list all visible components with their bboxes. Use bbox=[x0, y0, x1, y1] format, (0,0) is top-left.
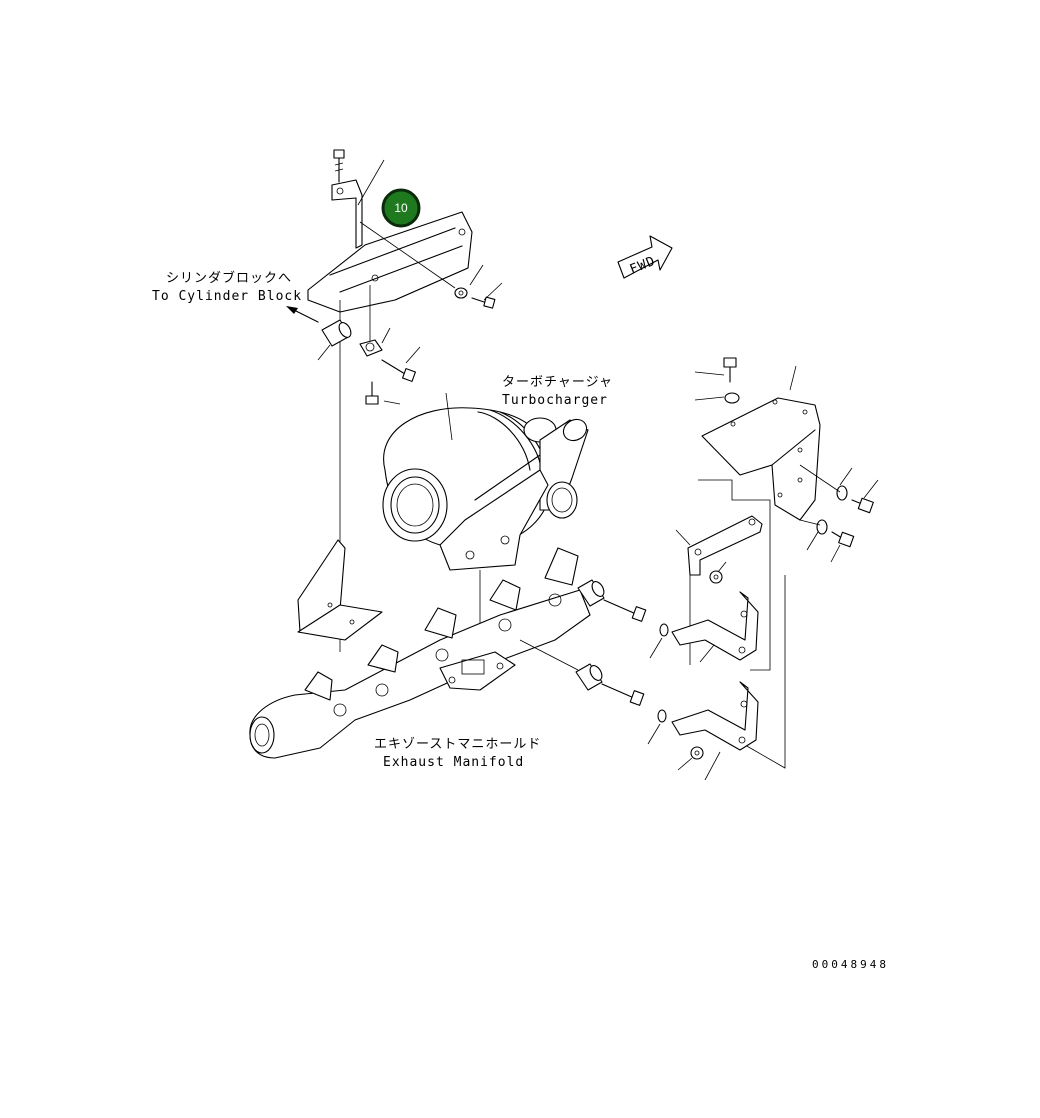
bolt-manifold-2 bbox=[601, 683, 645, 706]
washer-manifold-2 bbox=[657, 709, 667, 723]
leader-line bbox=[830, 544, 841, 563]
leader-line bbox=[806, 531, 819, 551]
leader-line bbox=[483, 282, 503, 301]
nut-clip bbox=[709, 570, 723, 584]
arrow-head bbox=[286, 306, 298, 314]
washer-bracket-top bbox=[724, 392, 740, 404]
leader-line bbox=[405, 346, 421, 364]
spacer-manifold-2 bbox=[575, 663, 603, 691]
leader-line bbox=[699, 644, 715, 663]
bolt-bracket-top bbox=[723, 357, 737, 383]
bolt-right-2 bbox=[831, 531, 855, 548]
leader-line bbox=[381, 327, 391, 344]
spacer-manifold-1 bbox=[577, 579, 605, 607]
leader-line bbox=[799, 464, 841, 493]
leader-line bbox=[317, 344, 331, 361]
spacer bbox=[321, 319, 352, 347]
exhaust-manifold bbox=[249, 539, 591, 759]
cylinder-block-label-en: To Cylinder Block bbox=[152, 289, 302, 304]
callout-number: 10 bbox=[394, 201, 408, 215]
clip-bracket bbox=[687, 515, 763, 665]
cylinder-block-label-jp: シリンダブロックへ bbox=[166, 270, 292, 286]
leader-line bbox=[647, 723, 661, 745]
leader-line bbox=[675, 529, 691, 546]
leader-line bbox=[357, 159, 385, 206]
bolt-right-1 bbox=[851, 497, 874, 514]
reference-line bbox=[744, 575, 786, 769]
bolt-clamp bbox=[381, 359, 416, 382]
washer-right-1 bbox=[836, 485, 848, 501]
clamp bbox=[359, 339, 383, 357]
u-bracket-1 bbox=[671, 591, 759, 661]
leader-line bbox=[799, 519, 821, 526]
reference-line bbox=[698, 479, 771, 671]
nut-lower bbox=[690, 746, 704, 760]
washer-manifold-1 bbox=[659, 623, 669, 637]
leader-line bbox=[383, 400, 401, 405]
washer-right-2 bbox=[816, 519, 828, 535]
heat-shield bbox=[307, 179, 473, 313]
turbocharger-label-en: Turbocharger bbox=[502, 393, 608, 408]
leader-line bbox=[717, 561, 727, 573]
turbocharger-label-jp: ターボチャージャ bbox=[502, 375, 613, 390]
leader-line bbox=[694, 371, 725, 376]
manifold-label-jp: エキゾーストマニホールド bbox=[374, 737, 541, 752]
washer-shield bbox=[454, 287, 468, 299]
manifold-label-en: Exhaust Manifold bbox=[383, 755, 524, 770]
leader-line bbox=[863, 479, 879, 499]
drawing-number: 00048948 bbox=[812, 958, 889, 971]
leader-line bbox=[789, 365, 797, 391]
bolt-shield bbox=[471, 296, 496, 309]
leader-line bbox=[649, 637, 663, 659]
upper-bracket bbox=[701, 397, 821, 521]
leader-line bbox=[519, 639, 579, 671]
bolt-lower bbox=[365, 381, 379, 405]
bolt-manifold-1 bbox=[603, 599, 647, 622]
callout-marker-10[interactable]: 10 bbox=[381, 188, 421, 228]
leader-line bbox=[839, 467, 853, 486]
bolt-top bbox=[333, 149, 345, 183]
leader-line bbox=[704, 751, 721, 781]
leader-line bbox=[445, 392, 453, 441]
leader-line bbox=[694, 396, 725, 401]
turbocharger bbox=[382, 407, 589, 571]
fwd-arrow-sign: FWD bbox=[617, 235, 673, 279]
leader-line bbox=[469, 264, 484, 286]
leader-line bbox=[677, 757, 693, 771]
u-bracket-2 bbox=[671, 681, 759, 751]
leader-line bbox=[359, 221, 456, 289]
